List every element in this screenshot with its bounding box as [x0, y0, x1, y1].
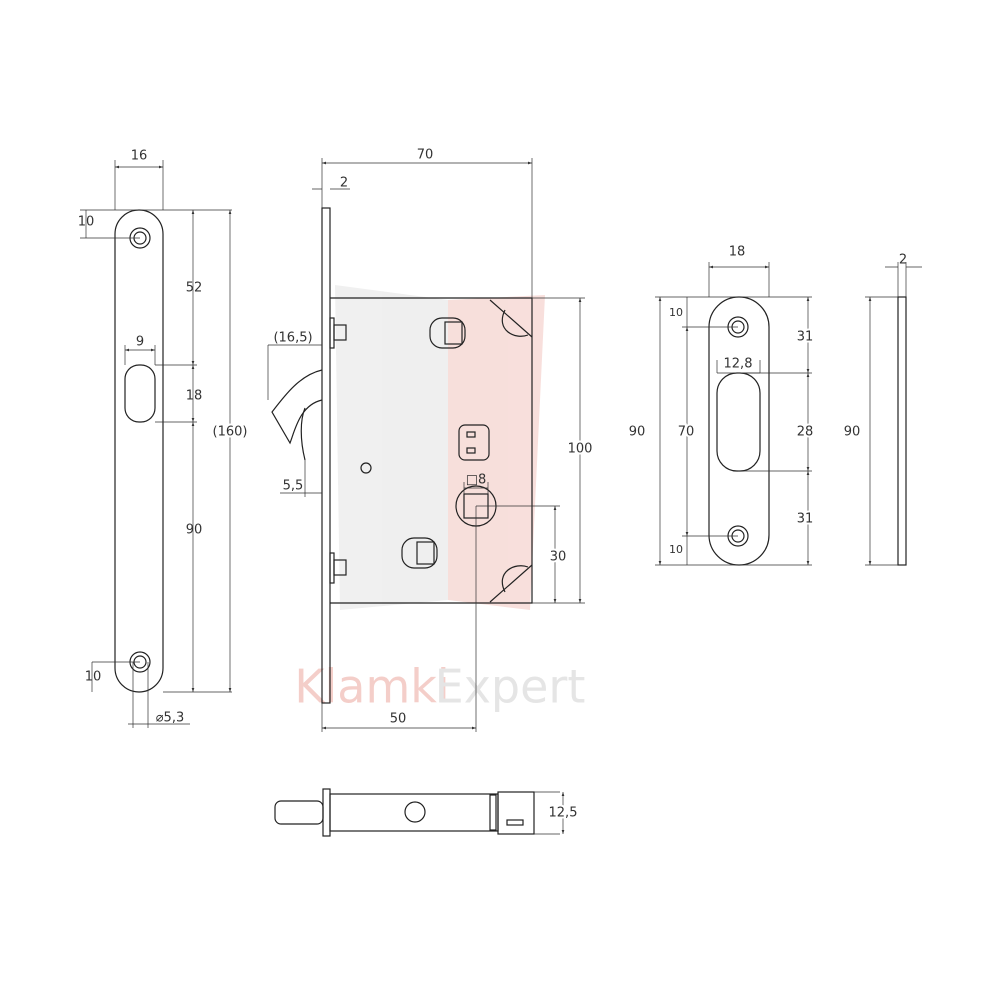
- dim-height: 90: [844, 425, 861, 440]
- dim-width: 16: [131, 149, 148, 164]
- dim-upper: 31: [797, 330, 814, 345]
- lock-body: 70 2 (16,5) 5,5 □8 100 30 50: [267, 148, 594, 732]
- side-plate: 2 90: [844, 253, 922, 566]
- dim-bottom-hole: 10: [669, 543, 683, 556]
- dim-lower: 31: [797, 512, 814, 527]
- dim-total-depth: 70: [417, 148, 434, 163]
- dim-slot-height: 18: [186, 389, 203, 404]
- dim-slot-height: 28: [797, 425, 814, 440]
- front-strike-plate: 16 10 52 9 18 90 (160) 10 ⌀5,3: [78, 149, 249, 728]
- dim-faceplate-thickness: 2: [340, 176, 348, 191]
- dim-to-slot: 52: [186, 281, 203, 296]
- watermark-text-expert: Expert: [435, 660, 586, 714]
- dim-spindle: □8: [466, 473, 487, 488]
- dim-slot-width: 12,8: [724, 357, 753, 372]
- dim-thickness: 2: [899, 253, 907, 268]
- dim-top-hole: 10: [78, 215, 95, 230]
- dim-slot-width: 9: [136, 335, 144, 350]
- dim-slot-to-bottom: 90: [186, 523, 203, 538]
- dim-top-hole: 10: [669, 306, 683, 319]
- dim-body-height: 100: [568, 442, 593, 457]
- dim-spindle-from-bottom: 30: [550, 550, 567, 565]
- dim-bottom-hole: 10: [85, 670, 102, 685]
- dim-width: 18: [729, 245, 746, 260]
- watermark-text-klamki: Klamki: [294, 660, 449, 714]
- dim-hole-diameter: ⌀5,3: [156, 711, 185, 726]
- dim-height: 90: [629, 425, 646, 440]
- watermark-logo: Klamki Expert: [294, 285, 585, 714]
- right-strike-plate: 18 90 70 10 10 12,8 31 28 31: [629, 245, 815, 566]
- bottom-view: 12,5: [274, 788, 579, 837]
- dim-total-height: (160): [213, 425, 248, 440]
- dim-latch-projection: (16,5): [273, 331, 312, 346]
- dim-latch-offset: 5,5: [283, 479, 304, 494]
- dim-thickness: 12,5: [549, 806, 578, 821]
- dim-backset: 50: [390, 712, 407, 727]
- dim-hole-spacing: 70: [678, 425, 695, 440]
